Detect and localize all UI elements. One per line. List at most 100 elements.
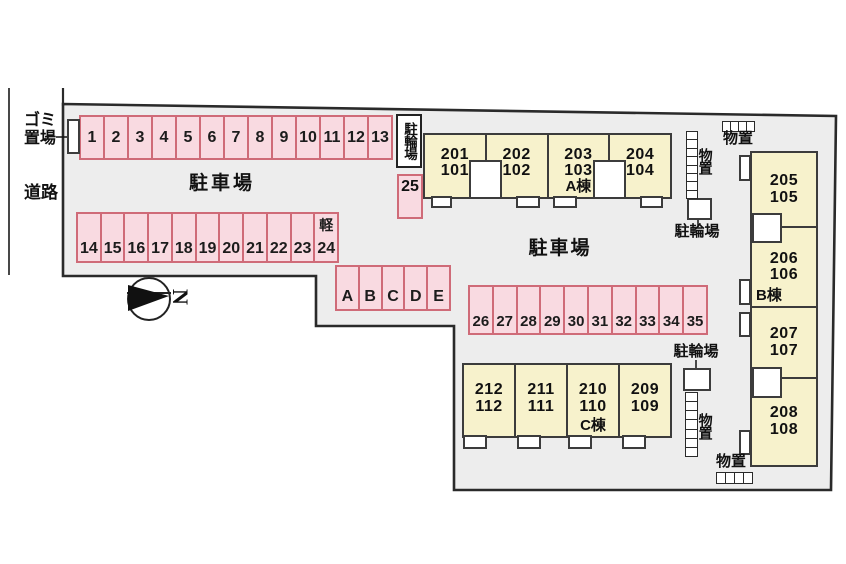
parking-space-31: 31 [589,287,613,333]
storage-shed-cell [725,473,734,483]
parking-space-34: 34 [660,287,685,333]
storage-shed-cell [687,172,697,181]
entrance-step [640,196,663,208]
unit-number-upper: 203 [564,145,593,163]
storage-label-bottom-vertical: 物置 [697,413,714,439]
storage-shed-cell [717,473,725,483]
storage-shed-cell [686,419,697,428]
parking-space-13: 13 [371,128,389,146]
unit-number-lower: 109 [630,397,660,415]
storage-shed-cell [687,147,697,156]
storage-shed-cell [686,437,697,447]
parking-space-8: 8 [249,117,273,158]
storage-shed-cell [687,181,697,189]
balcony [739,279,751,305]
parking-space-3: 3 [129,117,153,158]
unit-number-lower: 111 [527,397,555,415]
unit-number-lower: 104 [626,162,655,179]
storage-shed-cell [687,139,697,147]
unit-number-upper: 212 [474,381,504,399]
unit-number-upper: 208 [769,404,799,422]
storage-shed-cell [687,156,697,164]
balcony [739,312,751,337]
unit-number-lower: 107 [769,341,799,359]
storage-shed-cell [734,473,743,483]
compass-north-letter: N [167,289,193,305]
garbage-area-label: ゴミ置場 [23,112,57,147]
parking-space-A: A [337,267,360,309]
building-c-wing-label: C棟 [580,417,606,434]
stairwell-b2 [752,367,782,398]
parking-space-10: 10 [297,117,321,158]
unit-number-lower: 103 [564,162,593,179]
parking-space-14: 14 [78,214,102,261]
parking-space-30: 30 [565,287,589,333]
storage-shed-cell [686,428,697,438]
parking-space-9: 9 [273,117,297,158]
parking-space-18: 18 [173,214,197,261]
parking-space-5: 5 [177,117,201,158]
unit-number-upper: 207 [769,325,799,343]
parking-space-6: 6 [201,117,225,158]
unit-number-upper: 201 [440,145,469,163]
parking-space-2: 2 [105,117,129,158]
bicycle-parking-label-top: 駐輪場 [402,122,417,160]
parking-space-1: 1 [81,117,105,158]
balcony [739,430,751,455]
parking-space-17: 17 [149,214,173,261]
unit-number-lower: 106 [769,266,799,283]
parking-space-29: 29 [541,287,566,333]
storage-label-bottom: 物置 [715,453,747,470]
unit-number-upper: 206 [769,249,799,267]
north-arrow-icon [127,277,171,321]
entrance-step [431,196,452,208]
storage-shed-mid [686,131,698,199]
parking-space-16: 16 [125,214,150,261]
unit-number-upper: 204 [626,145,655,163]
kei-label: 軽 [319,217,334,233]
storage-shed-cell [743,473,752,483]
parking-space-7: 7 [225,117,249,158]
parking-space-33: 33 [637,287,661,333]
stairwell-b1 [752,213,782,243]
parking-space-11: 11 [321,117,345,158]
unit-number-upper: 205 [769,172,799,190]
parking-space-27: 27 [494,287,518,333]
storage-shed-cell [687,164,697,173]
storage-label-top: 物置 [722,130,754,147]
unit-number-lower: 102 [502,162,531,179]
parking-space-35: 35 [686,313,704,330]
unit-number-lower: 105 [769,188,799,206]
parking-space-19: 19 [197,214,221,261]
unit-number-upper: 210 [578,381,608,399]
balcony [739,155,751,181]
entrance-step [463,435,487,449]
entrance-step [517,435,541,449]
bicycle-parking-box-top: 駐輪場 [396,114,422,168]
stairwell-a1 [469,160,502,199]
storage-shed-cell [687,189,697,198]
storage-shed-cell [686,410,697,419]
bicycle-parking-label-mid: 駐輪場 [674,223,720,240]
parking-space-4: 4 [153,117,177,158]
